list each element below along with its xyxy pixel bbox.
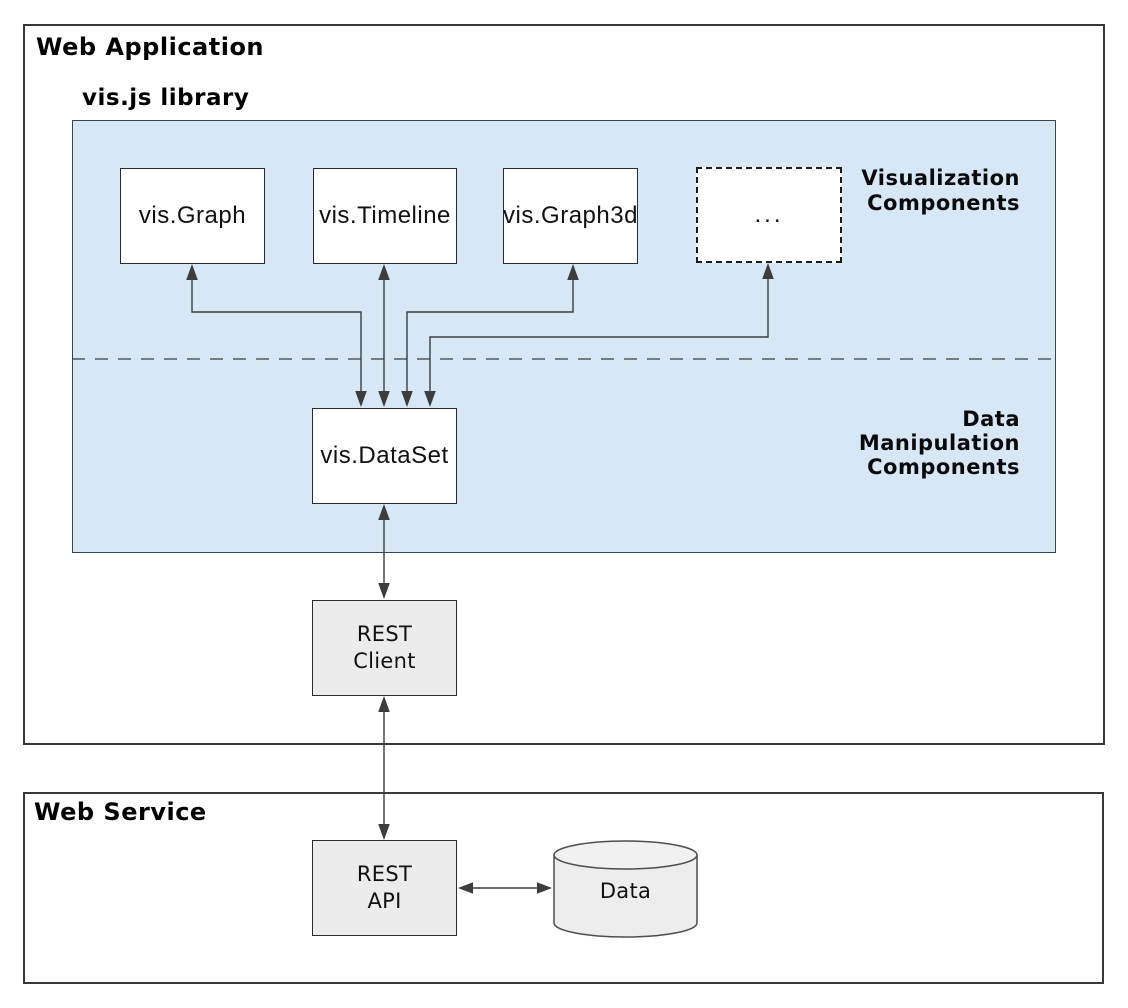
node-vis-timeline: vis.Timeline xyxy=(313,168,457,264)
visualization-components-label: Visualization Components xyxy=(861,166,1020,215)
data-manipulation-components-label: Data Manipulation Components xyxy=(858,407,1020,479)
vis-library-title: vis.js library xyxy=(82,85,250,111)
web-application-title: Web Application xyxy=(36,33,265,61)
data-store-label: Data xyxy=(599,879,652,903)
node-vis-graph3d: vis.Graph3d xyxy=(503,168,638,264)
data-store-cylinder-icon xyxy=(553,840,698,938)
node-vis-dataset-label: vis.DataSet xyxy=(320,442,449,469)
rest-api-line1: REST xyxy=(356,862,413,886)
node-vis-dataset: vis.DataSet xyxy=(312,408,457,504)
node-rest-api: REST API xyxy=(312,840,457,936)
web-service-title: Web Service xyxy=(34,798,207,826)
node-vis-timeline-label: vis.Timeline xyxy=(319,202,451,229)
node-more-components: ... xyxy=(696,167,842,263)
node-rest-client: REST Client xyxy=(312,600,457,696)
rest-api-line2: API xyxy=(367,889,402,913)
node-more-components-label: ... xyxy=(754,201,784,228)
rest-client-line2: Client xyxy=(353,649,416,673)
rest-client-line1: REST xyxy=(356,622,413,646)
node-vis-graph-label: vis.Graph xyxy=(138,202,247,229)
node-vis-graph3d-label: vis.Graph3d xyxy=(503,202,638,229)
node-vis-graph: vis.Graph xyxy=(120,168,265,264)
